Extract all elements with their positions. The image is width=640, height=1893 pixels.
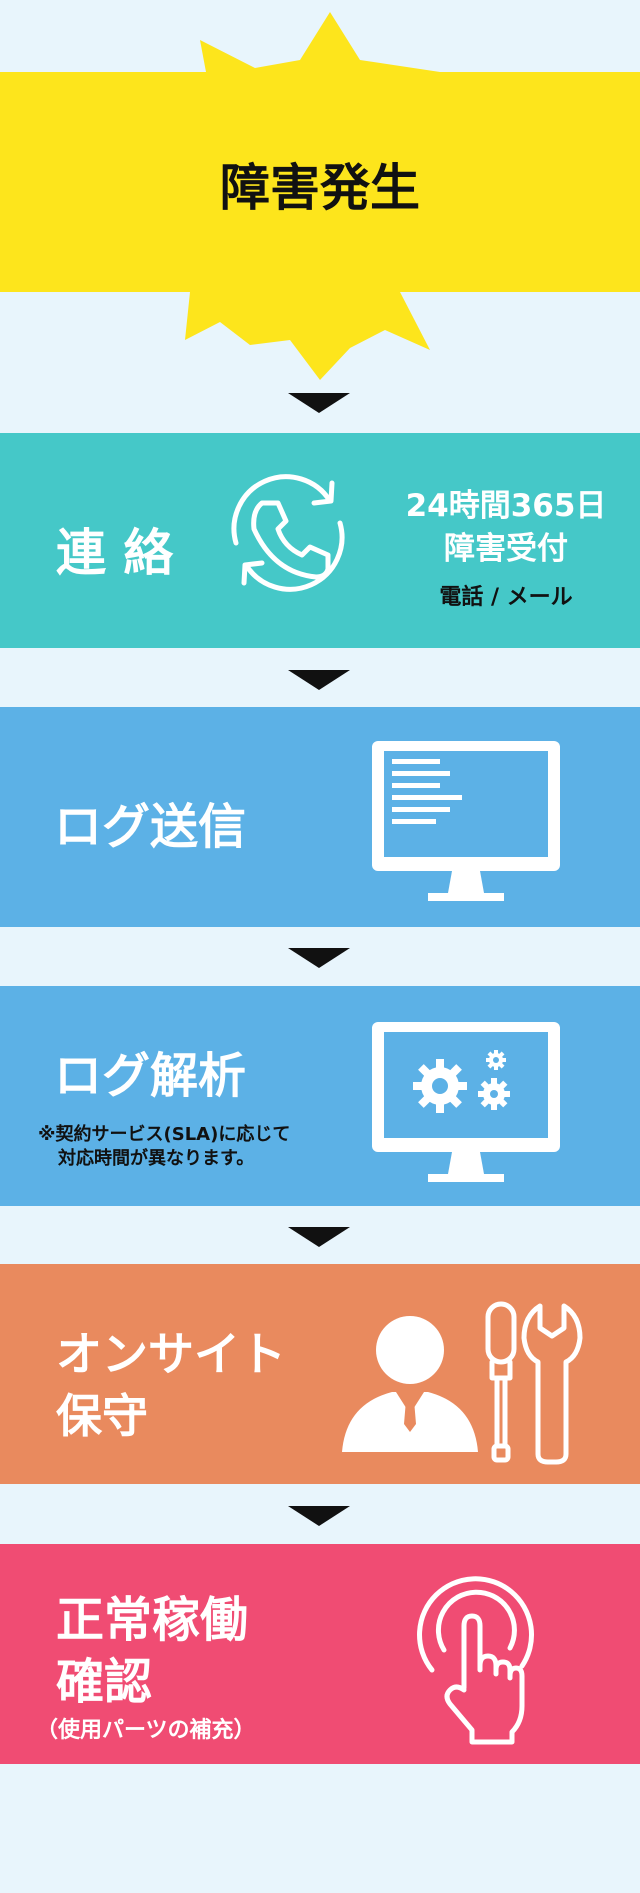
flow-arrow-icon xyxy=(288,393,350,413)
sla-note-line1: ※契約サービス(SLA)に応じて xyxy=(38,1124,291,1145)
sla-note-line2: 対応時間が異なります。 xyxy=(58,1148,255,1169)
contact-methods: 電話 / メール xyxy=(439,585,573,610)
phone-refresh-icon xyxy=(231,474,345,592)
incident-band: 障害発生 xyxy=(0,0,640,380)
log-send-title: ログ送信 xyxy=(54,799,247,855)
incident-title: 障害発生 xyxy=(220,159,420,217)
onsite-title-line2: 保守 xyxy=(56,1389,148,1443)
log-analysis-title: ログ解析 xyxy=(54,1048,247,1104)
confirm-title-line1: 正常稼働 xyxy=(56,1592,249,1648)
engineer-icon xyxy=(342,1316,478,1452)
flow-arrow-icon xyxy=(288,1506,350,1526)
step-log-send: ログ送信 xyxy=(0,707,640,927)
flow-arrow-icon xyxy=(288,948,350,968)
monitor-document-icon xyxy=(372,741,560,901)
contact-title: 連 絡 xyxy=(56,524,174,582)
onsite-title-line1: オンサイト xyxy=(56,1327,286,1381)
tap-finger-icon xyxy=(417,1576,534,1745)
confirm-title-line2: 確認 xyxy=(56,1654,153,1710)
flow-arrow-icon xyxy=(288,1227,350,1247)
step-onsite: オンサイト 保守 xyxy=(0,1264,640,1484)
screwdriver-wrench-icon xyxy=(485,1301,583,1465)
flow-arrow-icon xyxy=(288,670,350,690)
confirm-subtitle: （使用パーツの補充） xyxy=(36,1718,256,1743)
contact-hours: 24時間365日 xyxy=(405,488,607,524)
step-log-analysis: ログ解析 ※契約サービス(SLA)に応じて 対応時間が異なります。 xyxy=(0,986,640,1206)
monitor-gears-icon xyxy=(372,1022,560,1182)
contact-reception: 障害受付 xyxy=(444,531,568,567)
step-confirm: 正常稼働 確認 （使用パーツの補充） xyxy=(0,1544,640,1764)
burst-icon xyxy=(0,12,640,380)
step-contact: 連 絡 24時間365日 障害受付 電話 / メール xyxy=(0,433,640,648)
